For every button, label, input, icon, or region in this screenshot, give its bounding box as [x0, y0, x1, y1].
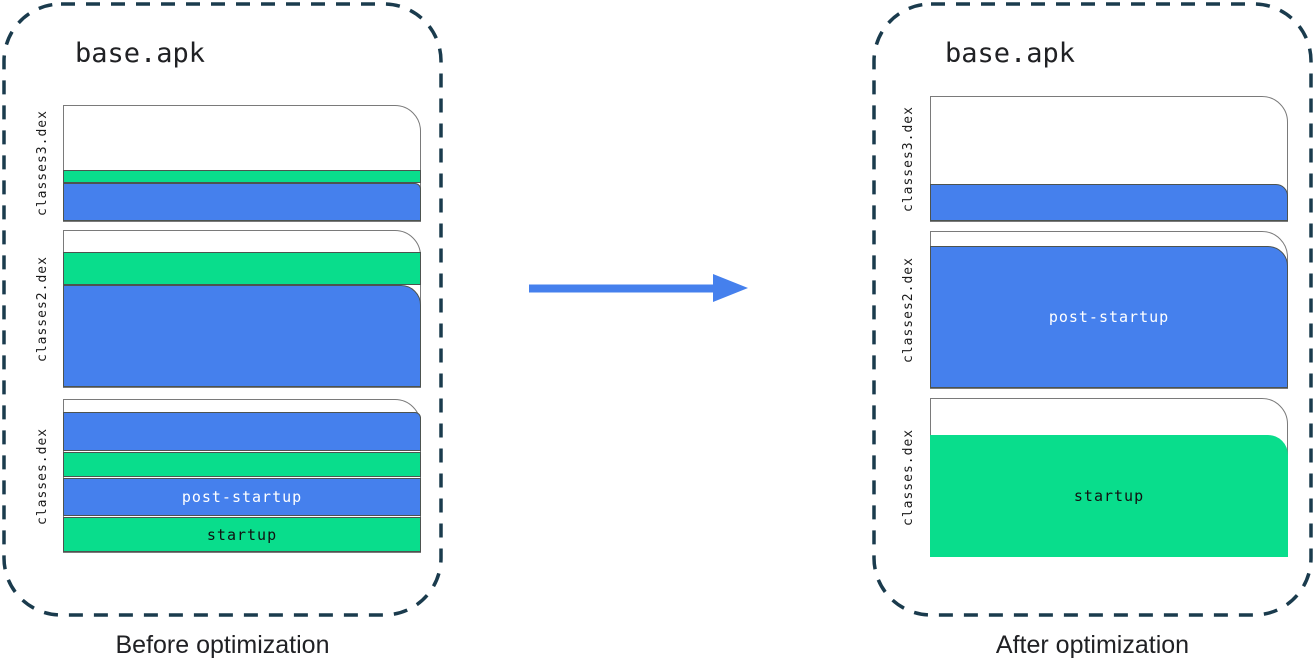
- segment-startup-labeled: startup: [63, 517, 421, 552]
- dex-label-classes: classes.dex: [901, 428, 916, 527]
- dashed-outline: [872, 2, 1313, 617]
- apk-title: base.apk: [945, 38, 1076, 69]
- caption-after: After optimization: [995, 631, 1190, 659]
- segment-post-startup-labeled: post-startup: [930, 246, 1288, 388]
- dex-card-classes: post-startup startup: [63, 399, 421, 553]
- caption-before: Before optimization: [115, 631, 330, 659]
- segment-startup-labeled: startup: [930, 435, 1288, 557]
- dex-label-classes3: classes3.dex: [901, 106, 916, 212]
- dex-label-classes2: classes2.dex: [901, 257, 916, 363]
- dex-label-classes2: classes2.dex: [35, 256, 50, 362]
- dex-card-classes2: [63, 230, 421, 388]
- segment-startup: [63, 252, 421, 285]
- segment-startup: [63, 170, 421, 183]
- segment-post-startup: [63, 412, 421, 451]
- dashed-outline: [2, 2, 443, 617]
- dex-label-classes: classes.dex: [35, 427, 50, 525]
- dex-label-classes3: classes3.dex: [35, 110, 50, 217]
- dex-card-classes3: [63, 105, 421, 222]
- panel-before: base.apk classes3.dex classes2.dex class…: [2, 2, 443, 659]
- dex-card-classes: startup: [930, 398, 1288, 557]
- dex-card-classes3: [930, 96, 1288, 222]
- segment-post-startup-labeled: post-startup: [63, 478, 421, 516]
- right-arrow-icon: [529, 274, 748, 302]
- apk-title: base.apk: [75, 38, 206, 69]
- segment-startup: [63, 452, 421, 477]
- segment-post-startup: [63, 285, 421, 387]
- dex-card-classes2: post-startup: [930, 231, 1288, 389]
- segment-post-startup: [930, 184, 1288, 221]
- segment-post-startup: [63, 183, 421, 221]
- panel-after: base.apk classes3.dex classes2.dex post-…: [872, 2, 1313, 659]
